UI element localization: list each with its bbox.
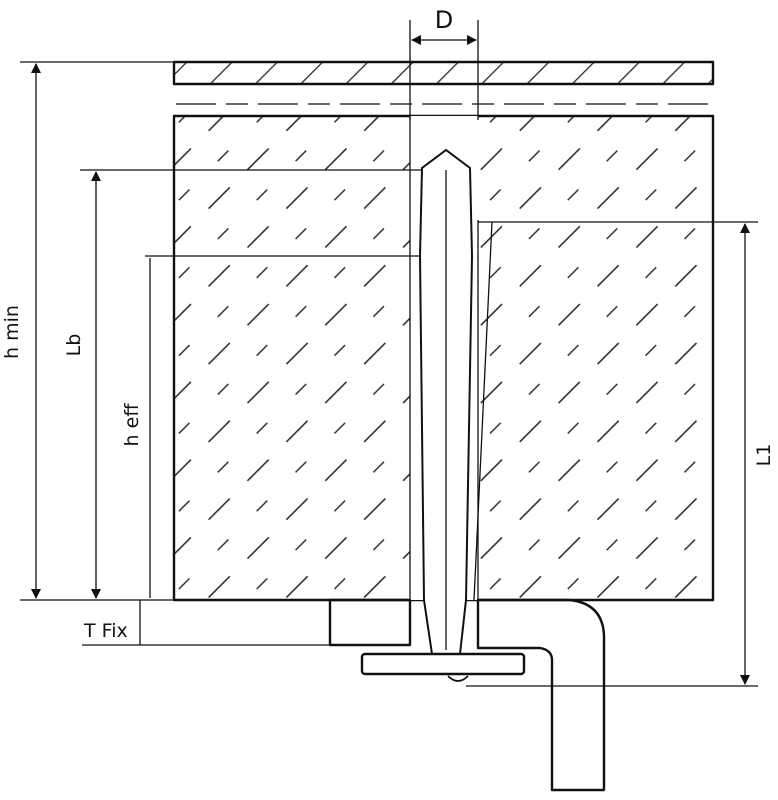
label-h-min: h min xyxy=(1,305,23,359)
fixture-left-flange xyxy=(328,598,412,647)
concrete-outline xyxy=(172,114,715,602)
anchor-head xyxy=(360,652,526,676)
dimension-lines xyxy=(20,20,758,687)
anchor xyxy=(360,148,526,682)
label-h-eff: h eff xyxy=(121,403,143,447)
label-lb: Lb xyxy=(63,334,85,357)
label-l1: L1 xyxy=(753,444,775,467)
fixture-angle xyxy=(476,598,606,792)
top-slab-outline xyxy=(172,60,715,86)
labels: D h min Lb h eff T Fix L1 xyxy=(1,6,775,642)
label-d: D xyxy=(435,6,453,34)
fixture-bracket xyxy=(328,598,606,792)
label-t-fix: T Fix xyxy=(83,620,128,642)
top-slab xyxy=(174,62,713,84)
anchor-nub xyxy=(447,675,469,682)
